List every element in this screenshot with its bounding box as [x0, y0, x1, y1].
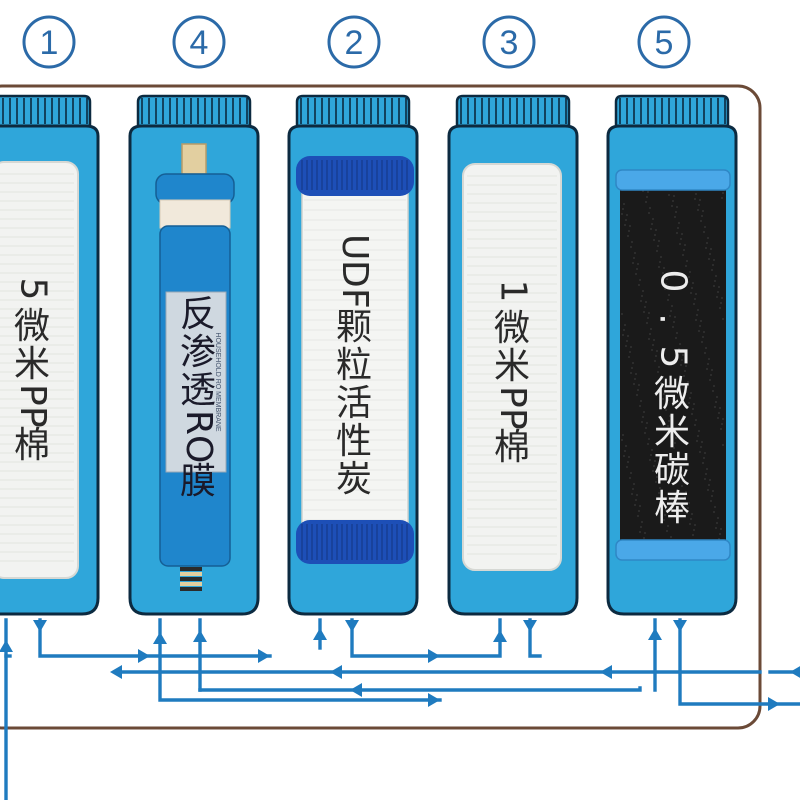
flow-arrow: [768, 697, 780, 711]
svg-text:4: 4: [190, 24, 209, 62]
flow-arrow: [493, 630, 507, 642]
housing-cap: [455, 94, 571, 128]
flow-arrow: [673, 620, 687, 632]
carbon-top-cap: [615, 169, 731, 191]
flow-arrow: [313, 628, 327, 640]
stage-number-2: 2 ②: [322, 10, 386, 74]
system-frame: [0, 84, 762, 730]
svg-text:2: 2: [345, 24, 364, 62]
membrane-sticker: [165, 291, 227, 473]
flow-arrow: [0, 640, 13, 652]
stage-number-4: 4 ④: [167, 10, 231, 74]
carbon-bottom-cap: [615, 539, 731, 561]
pp-cotton-cartridge-1um: [462, 163, 562, 571]
flow-arrow: [350, 683, 362, 697]
svg-text:1: 1: [40, 24, 59, 62]
flow-arrow: [790, 666, 800, 678]
pp-cotton-body: [0, 161, 79, 579]
ro-membrane-cartridge: HOUSEHOLD RO MEMBRANE: [155, 143, 235, 591]
flow-arrow: [110, 665, 122, 679]
housing-cap: [0, 94, 92, 128]
flow-arrow: [258, 649, 270, 663]
flow-arrow: [648, 628, 662, 640]
stage-number-3: 3 ③: [477, 10, 541, 74]
flow-arrow: [345, 620, 359, 632]
flow-arrow: [33, 620, 47, 632]
flow-arrow: [153, 632, 167, 644]
sticker-text: HOUSEHOLD RO MEMBRANE: [214, 332, 221, 432]
flow-arrow: [138, 649, 150, 663]
flow-arrow: [193, 630, 207, 642]
housing-cap: [614, 94, 730, 128]
housing-cap: [136, 94, 252, 128]
carbon-block-cartridge: [615, 169, 731, 561]
stage-number-5: 5 ⑤: [632, 10, 696, 74]
flow-arrow: [523, 620, 537, 632]
stage-number-1: 1 ①: [17, 10, 81, 74]
udf-bottom-cap: [296, 520, 414, 564]
flow-arrow: [428, 649, 440, 663]
flow-arrow: [600, 665, 612, 679]
flow-arrow: [428, 693, 440, 707]
svg-text:5: 5: [655, 24, 674, 62]
permeate-tube: [181, 143, 207, 175]
pp-cotton-cartridge-5um: [0, 161, 79, 579]
udf-top-cap: [296, 156, 414, 196]
udf-carbon-cartridge: [296, 156, 414, 564]
svg-text:3: 3: [500, 24, 519, 62]
flow-arrow: [330, 665, 342, 679]
housing-cap: [295, 94, 411, 128]
